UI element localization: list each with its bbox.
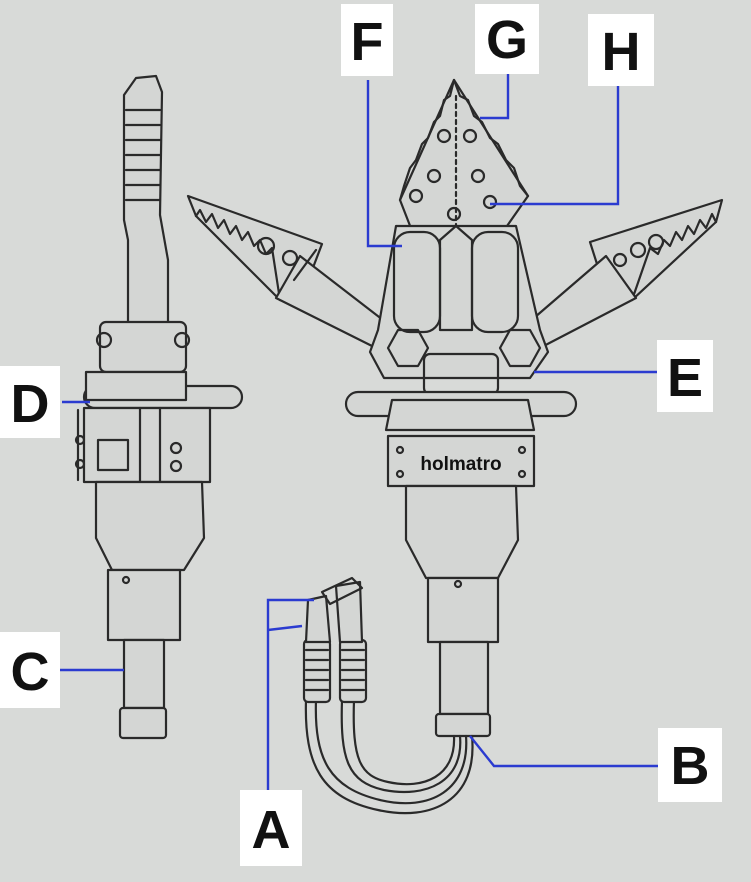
- svg-text:H: H: [602, 22, 641, 82]
- side-view-lower-housing: [106, 568, 182, 642]
- jaw-frame: [368, 224, 550, 380]
- label-D: D: [0, 366, 60, 438]
- leader-G: [480, 70, 510, 120]
- hose-1: [314, 698, 468, 805]
- side-view-cylinder: [94, 480, 206, 572]
- label-F: F: [341, 4, 393, 76]
- side-view-blade-serrations: [124, 108, 162, 202]
- svg-text:B: B: [671, 736, 710, 796]
- side-view-pivot-block: [98, 320, 188, 374]
- brand-logo-text: holmatro: [420, 454, 501, 475]
- side-view-piston-rod: [122, 638, 166, 710]
- svg-text:D: D: [11, 374, 50, 434]
- svg-text:F: F: [351, 12, 384, 72]
- label-B: B: [658, 728, 722, 802]
- svg-text:E: E: [667, 348, 703, 408]
- side-view-rod-end: [118, 706, 168, 740]
- label-C: C: [0, 632, 60, 708]
- brand-plate: [386, 434, 536, 488]
- front-rod-end: [434, 712, 492, 738]
- leader-H: [490, 86, 620, 206]
- hose-2: [340, 698, 462, 794]
- side-view-tool: [74, 74, 244, 740]
- label-G: G: [475, 4, 539, 74]
- svg-text:G: G: [486, 10, 528, 70]
- label-A: A: [240, 790, 302, 866]
- front-rod: [438, 640, 490, 716]
- svg-text:A: A: [252, 800, 291, 860]
- label-H: H: [588, 14, 654, 86]
- leader-F: [366, 80, 402, 248]
- leader-A: [266, 598, 314, 790]
- front-lower-housing: [426, 576, 500, 644]
- leader-B: [469, 735, 658, 768]
- label-E: E: [657, 340, 713, 412]
- coupler-1-head: [304, 594, 332, 644]
- side-view-upper-body: [84, 370, 188, 402]
- leader-lines: [58, 70, 658, 790]
- svg-text:C: C: [11, 642, 50, 702]
- front-cylinder: [404, 484, 520, 580]
- front-view-tool: holmatro: [186, 78, 724, 815]
